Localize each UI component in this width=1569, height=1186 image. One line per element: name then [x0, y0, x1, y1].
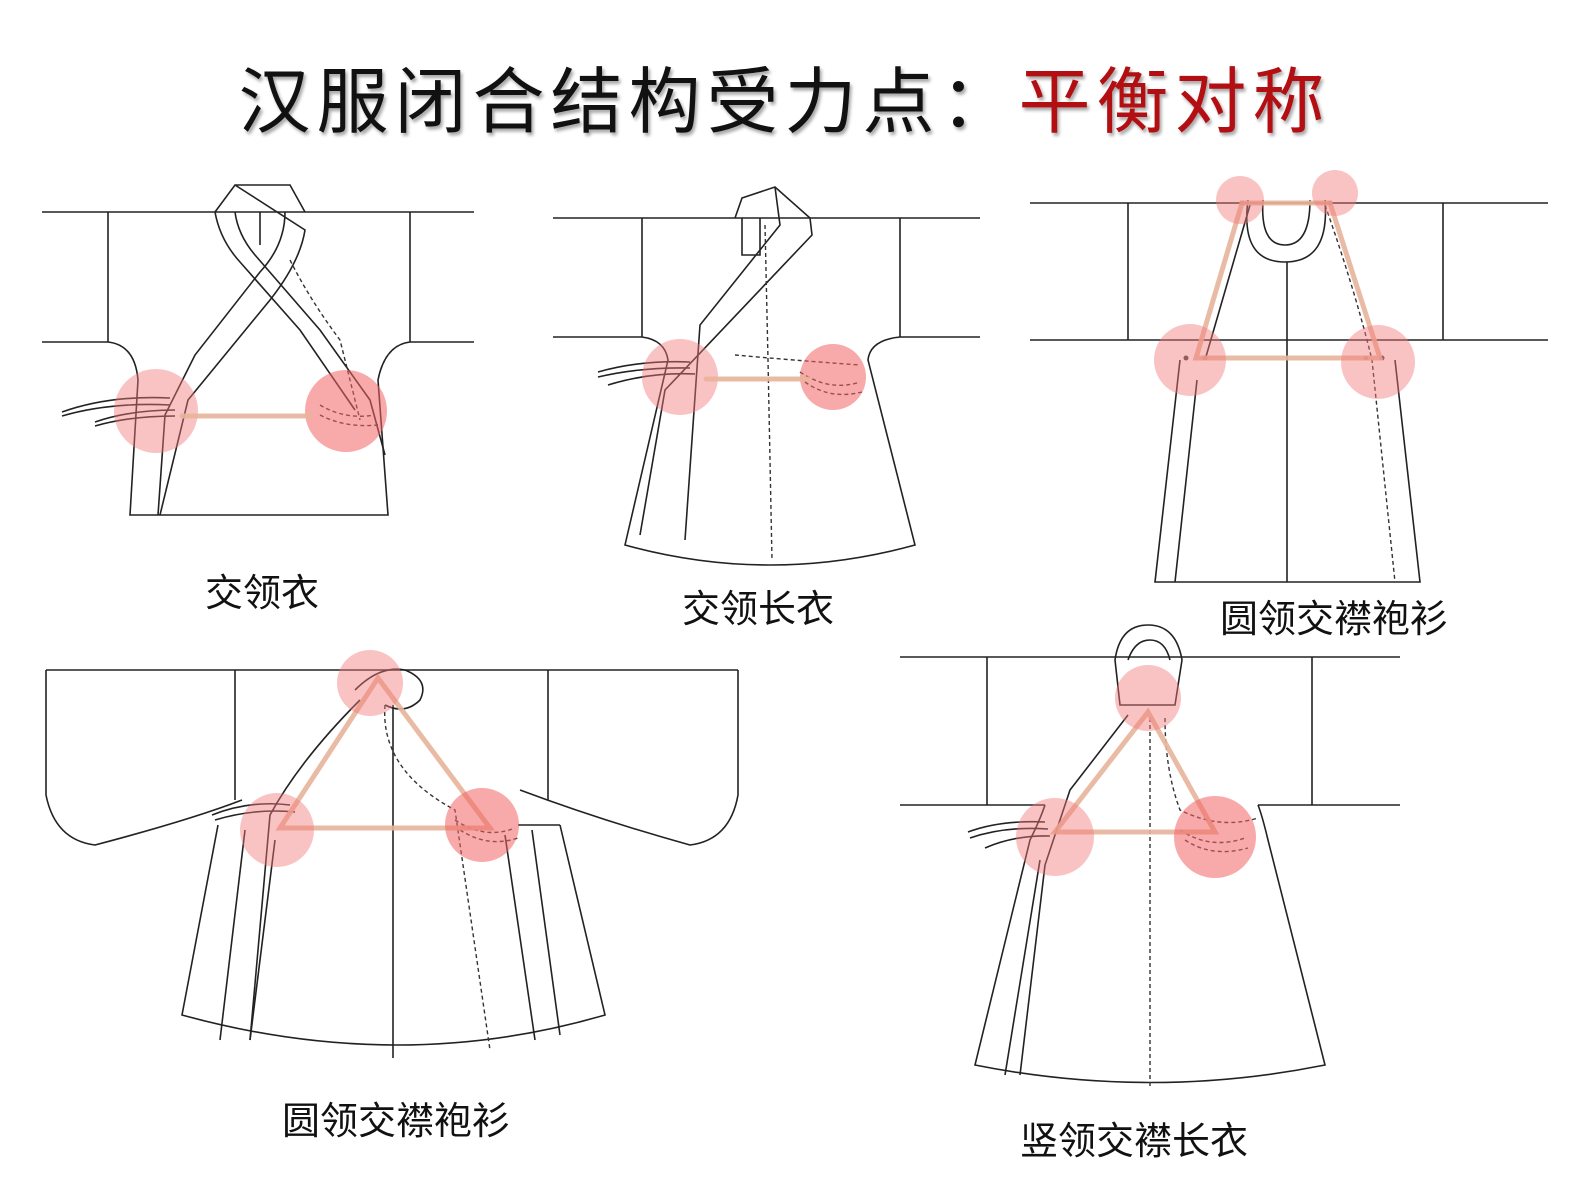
- figure-label-yuanling-paoshan-1: 圆领交襟袍衫: [1220, 597, 1449, 641]
- figure-label-shuling-changyi: 竖领交襟长衣: [1020, 1119, 1249, 1163]
- garment-jiaoling-yi: [42, 184, 474, 516]
- title-prefix: 汉服闭合结构受力点：: [238, 60, 1019, 144]
- title-highlight: 平衡对称: [1018, 60, 1331, 144]
- figure-label-jiaoling-yi: 交领衣: [205, 571, 320, 615]
- figure-label-yuanling-paoshan-2: 圆领交襟袍衫: [282, 1099, 511, 1143]
- garment-yuanling-paoshan-2: [45, 650, 739, 1058]
- garment-yuanling-paoshan-1: [1030, 170, 1548, 583]
- page-title: 汉服闭合结构受力点：平衡对称: [0, 52, 1569, 152]
- garment-jiaoling-changyi: [553, 186, 980, 566]
- garment-shuling-changyi: [900, 624, 1400, 1088]
- figure-label-jiaoling-changyi: 交领长衣: [682, 587, 835, 631]
